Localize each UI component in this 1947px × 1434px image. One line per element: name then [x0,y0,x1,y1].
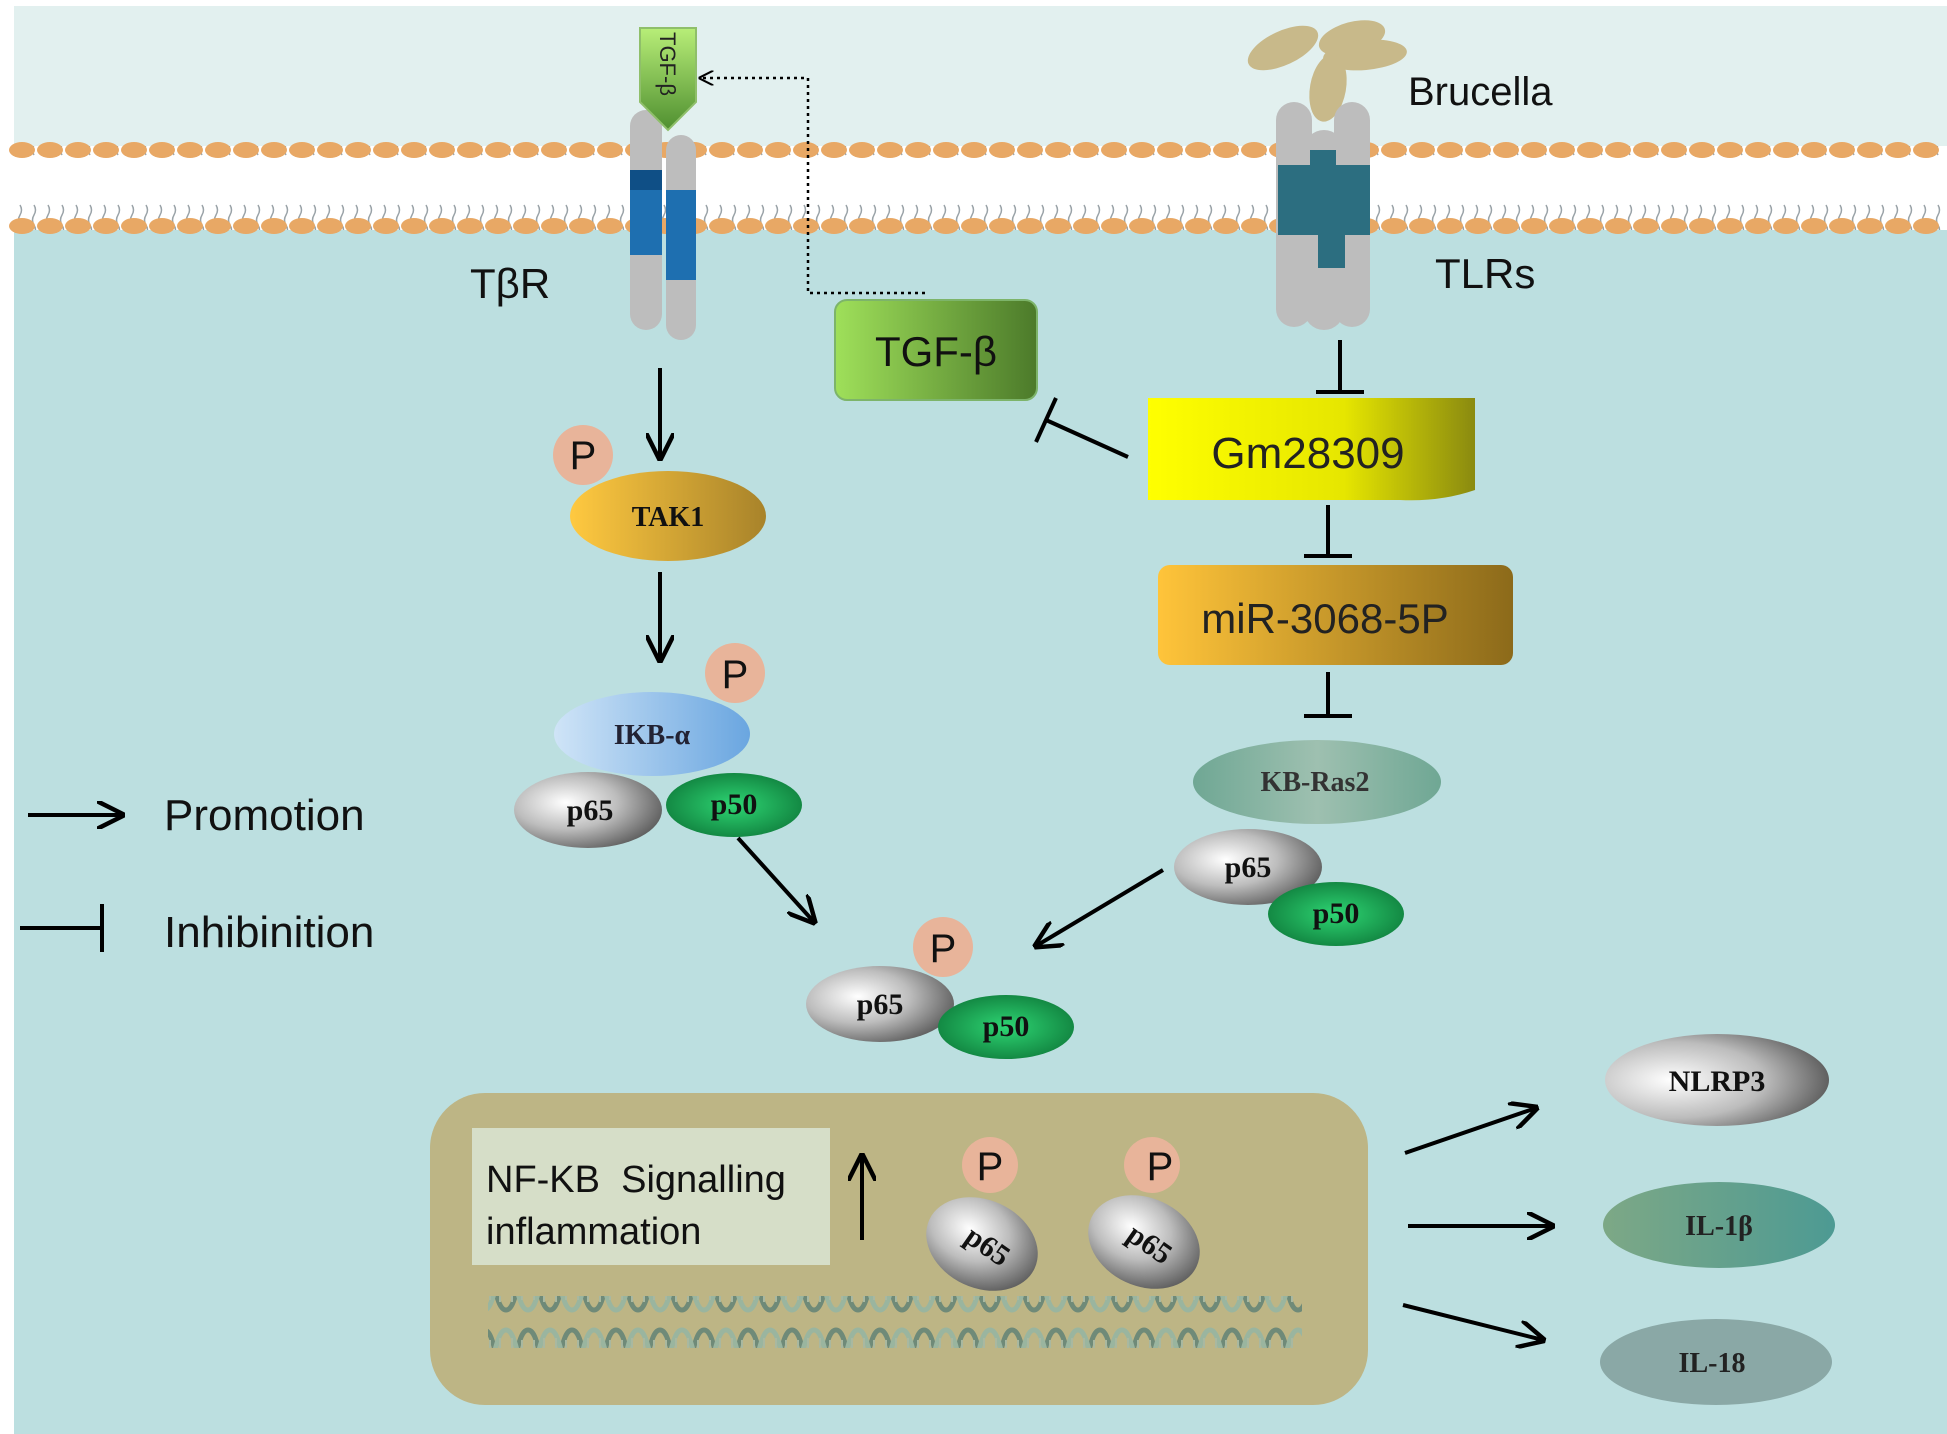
tgf-beta-box: TGF-β [834,299,1038,401]
inhibition-gm28309-tgf [1034,397,1129,459]
phospho-nuclear-2-label: P [1147,1145,1174,1189]
nlrp3 [1605,1034,1829,1126]
nlrp3-label: NLRP3 [1669,1065,1766,1098]
p65-center [806,966,954,1042]
nucleus: NF-KB Signalling inflammation P p65 P p6… [430,1093,1368,1405]
inhibition-mir-kbras2 [1304,672,1352,718]
kb-ras2-label: KB-Ras2 [1261,767,1370,798]
il1b [1603,1182,1835,1268]
mir-box: miR-3068-5P [1158,565,1513,665]
arrow-left-complex-to-center [736,836,814,922]
p50-center [938,995,1074,1059]
phospho-nuclear-2 [1124,1137,1180,1193]
tgf-beta-ligand-label: TGF-β [655,32,680,96]
tgf-beta-box-label: TGF-β [875,328,997,375]
nfkb-line1: NF-KB Signalling [486,1159,786,1201]
tak1-label: TAK1 [632,502,705,533]
phospho-tak1 [553,425,613,485]
phospho-center-label: P [930,927,957,971]
il18 [1600,1319,1832,1405]
mir-label: miR-3068-5P [1201,595,1448,642]
p50-right [1268,882,1404,946]
phospho-nuclear-1-label: P [977,1145,1004,1189]
tlr-receptor [1276,102,1370,330]
p50-left [666,773,802,837]
arrow-right-complex-to-center [1036,868,1165,946]
ikb-alpha [554,692,750,776]
brucella-label: Brucella [1408,70,1553,114]
kb-ras2: KB-Ras2 [1193,740,1441,824]
il1b-label: IL-1β [1685,1211,1753,1242]
p65-nuclear-1 [926,1197,1038,1291]
p65-center-label: p65 [857,988,904,1021]
p65-left [514,772,662,848]
p65-right-label: p65 [1225,851,1272,884]
legend-inhibition-label: Inhibinition [164,908,374,957]
arrow-to-nlrp3 [1404,1108,1536,1155]
p50-center-label: p50 [983,1010,1030,1043]
tbr-label: TβR [470,260,550,307]
tlrs-label: TLRs [1435,250,1535,297]
nfkb-label-box [472,1128,830,1265]
phospho-center [913,917,973,977]
tak1 [570,471,766,561]
extracellular-space [14,6,1947,146]
phospho-tak1-label: P [570,434,597,478]
phospho-ikb [705,643,765,703]
tgf-secretion-arrow [700,78,925,295]
phospho-nuclear-1 [962,1137,1018,1193]
p65-right [1174,829,1322,905]
tgf-beta-ligand: TGF-β [639,27,697,132]
p65-left-label: p65 [567,794,614,827]
gm28309-box: Gm28309 [1148,398,1475,501]
gm28309-label: Gm28309 [1211,429,1404,478]
legend-inhibition-symbol [20,904,104,952]
legend-promotion-label: Promotion [164,791,365,840]
dna-helix [488,1296,1302,1348]
ikb-alpha-label: IKB-α [614,720,691,751]
legend: Promotion Inhibinition [20,791,374,957]
p65-nuclear-2 [1088,1195,1200,1289]
inhibition-gm28309-mir [1304,505,1352,558]
p50-left-label: p50 [711,788,758,821]
il18-label: IL-18 [1679,1348,1746,1379]
nfkb-line2: inflammation [486,1211,701,1253]
tbr-receptor [630,110,696,340]
cell-membrane [9,142,1947,234]
brucella-bacteria [1247,20,1407,122]
inhibition-tlr-gm28309 [1316,340,1364,394]
arrow-to-il18 [1402,1303,1543,1340]
phospho-ikb-label: P [722,653,749,697]
p50-right-label: p50 [1313,897,1360,930]
